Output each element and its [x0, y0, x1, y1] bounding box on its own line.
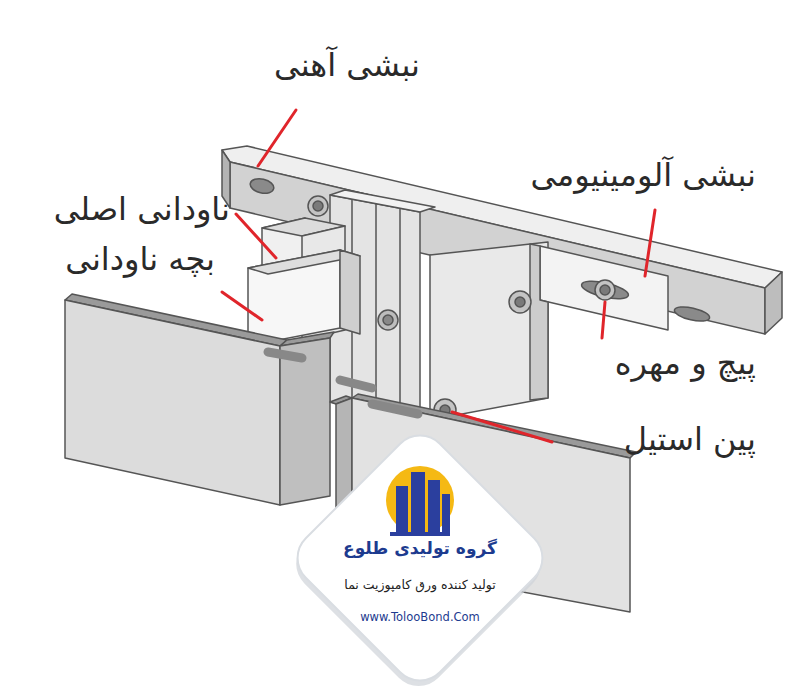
logo-building	[428, 480, 440, 534]
aluminium-angle	[600, 285, 610, 295]
logo-building	[442, 494, 450, 534]
part-label: ناودانی اصلی	[54, 190, 230, 228]
leader-line	[645, 210, 655, 276]
aluminium-angle	[515, 297, 525, 307]
iron-angle	[249, 176, 276, 195]
part-label: پین استیل	[624, 420, 756, 458]
leader-line	[222, 292, 262, 320]
logo-base	[390, 532, 450, 536]
steel-pin	[268, 352, 302, 358]
aluminium-angle	[595, 280, 615, 300]
composite-panel	[65, 300, 280, 505]
badge-diamond	[286, 424, 554, 692]
part-label: نبشی آلومینیومی	[530, 156, 756, 194]
child-channel	[248, 250, 398, 346]
logo-icon	[386, 466, 454, 536]
steel-pin	[372, 404, 418, 414]
main-channel	[330, 190, 435, 212]
main-channel	[399, 208, 401, 416]
iron-angle	[673, 304, 711, 324]
logo-badge: گروه تولیدی طلوع تولید کننده ورق کامپوزیت…	[286, 424, 554, 692]
composite-panel	[280, 338, 330, 505]
aluminium-angle	[530, 244, 548, 400]
part-label: بچه ناودانی	[65, 240, 215, 278]
aluminium-angle	[580, 278, 630, 302]
leader-line	[258, 110, 296, 166]
child-channel	[340, 250, 360, 334]
leader-line	[236, 214, 276, 258]
iron-angle	[765, 272, 782, 334]
child-channel	[378, 310, 398, 330]
aluminium-angle	[308, 196, 328, 216]
leader-line	[452, 412, 552, 442]
part-label: نبشی آهنی	[274, 46, 420, 84]
badge-shape	[286, 424, 554, 692]
company-name: گروه تولیدی طلوع	[343, 538, 497, 558]
aluminium-angle	[430, 242, 548, 420]
steel-pin	[268, 352, 418, 414]
logo-building	[411, 472, 425, 534]
main-channel	[375, 204, 377, 411]
company-tagline: تولید کننده ورق کامپوزیت نما	[344, 577, 495, 592]
steel-pin	[340, 380, 372, 388]
leader-line	[602, 302, 605, 338]
logo-building	[396, 486, 408, 534]
aluminium-angle	[509, 291, 531, 313]
website: www.TolooBond.Com	[360, 611, 480, 625]
child-channel	[383, 315, 393, 325]
part-label: پیچ و مهره	[615, 344, 756, 382]
logo-sun	[386, 466, 454, 534]
aluminium-angle	[313, 201, 323, 211]
aluminium-angle	[308, 196, 668, 421]
